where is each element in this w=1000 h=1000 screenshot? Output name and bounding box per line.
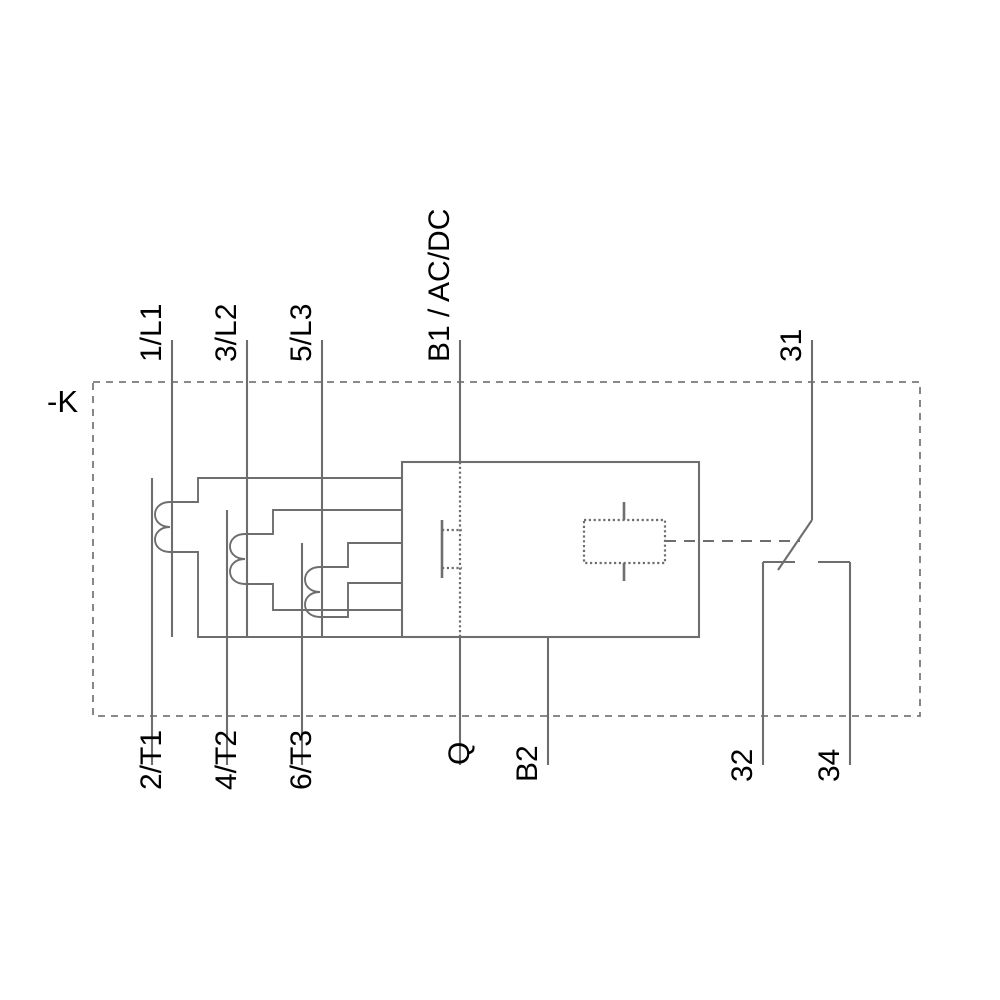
label-terminal-1L1: 1/L1 xyxy=(135,304,168,362)
label-terminal-31: 31 xyxy=(775,329,808,362)
label-terminal-6T3: 6/T3 xyxy=(285,730,318,790)
label-terminal-Q: Q xyxy=(443,742,476,765)
label-terminal-B1: B1 / AC/DC xyxy=(423,209,456,362)
label-terminal-2T1: 2/T1 xyxy=(135,730,168,790)
heater-element-5L3 xyxy=(304,542,402,618)
device-enclosure-dashed-boundary xyxy=(92,381,921,717)
heater-element-3L2 xyxy=(229,509,402,611)
label-terminal-3L2: 3/L2 xyxy=(210,304,243,362)
label-terminal-4T2: 4/T2 xyxy=(210,730,243,790)
label-terminal-34: 34 xyxy=(813,749,846,782)
device-designation-label: -K xyxy=(47,384,78,419)
label-terminal-32: 32 xyxy=(726,749,759,782)
label-terminal-B2: B2 xyxy=(511,745,544,782)
heater-element-1L1 xyxy=(154,477,402,638)
label-terminal-5L3: 5/L3 xyxy=(285,304,318,362)
solid-state-overload-relay-block xyxy=(400,460,701,639)
